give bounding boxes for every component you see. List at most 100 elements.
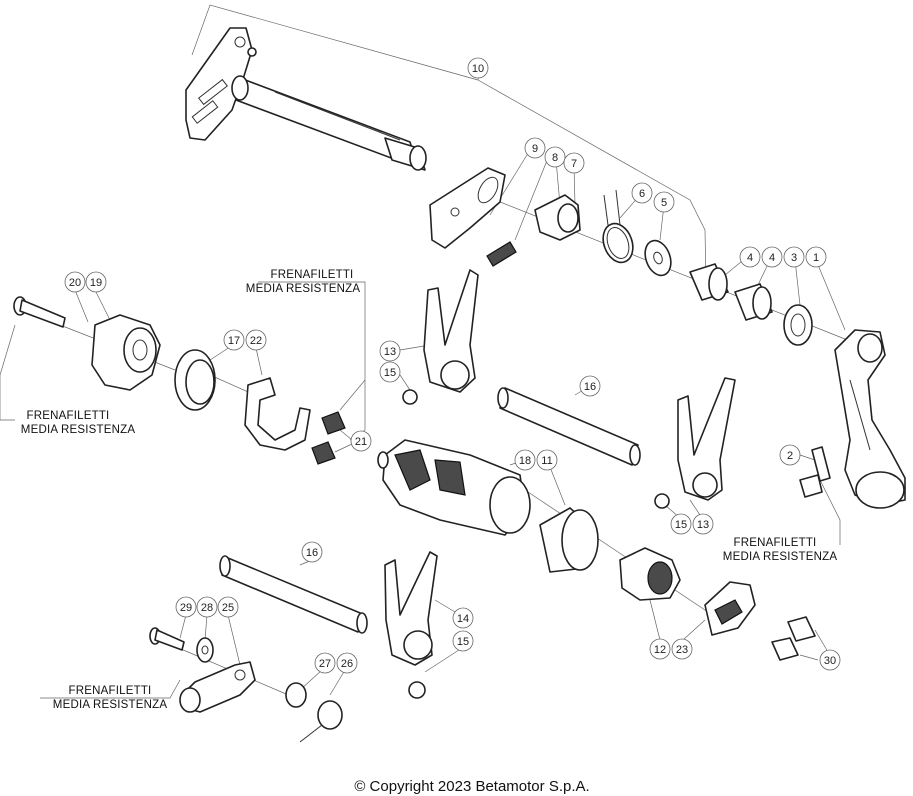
drum-bolt [13,296,66,328]
callout-23: 23 [671,638,693,660]
shift-shaft [185,27,427,171]
callout-4b: 4 [761,246,783,268]
svg-text:25: 25 [222,602,234,614]
threadlocker-note-top: FRENAFILETTI MEDIA RESISTENZA [246,269,361,295]
svg-text:14: 14 [457,613,469,625]
callout-15c: 15 [452,630,474,652]
callouts: 10 9 8 7 6 5 4 4 3 1 2 20 19 17 22 21 13… [64,57,841,674]
fork-rod-lower [219,555,368,634]
collar [534,194,581,241]
shift-drum [377,439,531,536]
callout-1: 1 [805,246,827,268]
callout-16b: 16 [301,541,323,563]
spring-small [486,241,517,267]
callout-30: 30 [819,649,841,671]
shift-fork-right [677,377,736,501]
retainer-bracket [244,377,311,451]
svg-text:18: 18 [519,455,531,467]
svg-text:15: 15 [675,519,687,531]
svg-text:17: 17 [228,335,240,347]
callout-14: 14 [452,607,474,629]
svg-text:4: 4 [769,252,775,264]
svg-text:3: 3 [791,252,797,264]
svg-text:8: 8 [552,152,558,164]
svg-text:15: 15 [384,367,396,379]
svg-text:6: 6 [639,188,645,200]
callout-4a: 4 [739,246,761,268]
svg-text:MEDIA RESISTENZA: MEDIA RESISTENZA [53,699,168,711]
callout-29: 29 [175,596,197,618]
stopper-spring [299,700,343,743]
stopper-roller [285,682,307,708]
svg-text:FRENAFILETTI: FRENAFILETTI [27,410,110,422]
callout-22: 22 [245,329,267,351]
callout-10: 10 [467,57,489,79]
svg-text:27: 27 [319,658,331,670]
copyright-notice: © Copyright 2023 Betamotor S.p.A. [354,778,589,795]
shift-plate [429,167,506,249]
svg-text:FRENAFILETTI: FRENAFILETTI [271,269,354,281]
threadlocker-note-right: FRENAFILETTI MEDIA RESISTENZA [723,537,838,563]
svg-text:FRENAFILETTI: FRENAFILETTI [734,537,817,549]
stopper-bolt [149,627,185,651]
callout-13a: 13 [379,340,401,362]
svg-text:FRENAFILETTI: FRENAFILETTI [69,685,152,697]
torsion-spring [602,189,634,264]
svg-text:28: 28 [201,602,213,614]
svg-text:MEDIA RESISTENZA: MEDIA RESISTENZA [246,283,361,295]
seal [783,304,813,346]
shift-fork-upper [423,269,479,393]
shift-fork-lower [384,551,438,666]
callout-7: 7 [563,152,585,174]
svg-text:2: 2 [787,450,793,462]
threadlocker-note-bottom: FRENAFILETTI MEDIA RESISTENZA [53,685,168,711]
svg-text:MEDIA RESISTENZA: MEDIA RESISTENZA [723,551,838,563]
position-sensor [704,581,756,636]
svg-text:13: 13 [384,346,396,358]
callout-13b: 13 [692,513,714,535]
callout-28: 28 [196,596,218,618]
svg-text:12: 12 [654,644,666,656]
svg-text:13: 13 [697,519,709,531]
fork-pin-lower [408,681,426,699]
svg-text:1: 1 [813,252,819,264]
callout-12: 12 [649,638,671,660]
fork-rod-upper [497,387,641,466]
callout-6: 6 [631,182,653,204]
svg-text:19: 19 [90,277,102,289]
lever-bolt [799,446,831,498]
svg-text:29: 29 [180,602,192,614]
svg-text:30: 30 [824,655,836,667]
callout-21: 21 [350,430,372,452]
callout-15a: 15 [379,361,401,383]
index-star [91,314,161,391]
drum-bearing [539,507,599,573]
svg-text:15: 15 [457,636,469,648]
svg-text:22: 22 [250,335,262,347]
svg-text:10: 10 [472,63,484,75]
svg-text:MEDIA RESISTENZA: MEDIA RESISTENZA [21,424,136,436]
callout-3: 3 [783,246,805,268]
drum-seal [174,349,216,411]
callout-27: 27 [314,652,336,674]
callout-2: 2 [779,444,801,466]
svg-text:20: 20 [69,277,81,289]
callout-18: 18 [514,449,536,471]
svg-text:7: 7 [571,158,577,170]
callout-15b: 15 [670,513,692,535]
callout-19: 19 [85,271,107,293]
callout-20: 20 [64,271,86,293]
bearing-b [734,283,773,321]
callout-16a: 16 [579,375,601,397]
fork-pin-upper [402,389,418,405]
svg-text:9: 9 [532,143,538,155]
callout-17: 17 [223,329,245,351]
svg-text:26: 26 [341,658,353,670]
callout-26: 26 [336,652,358,674]
svg-text:23: 23 [676,644,688,656]
callout-11: 11 [536,449,558,471]
svg-text:11: 11 [541,455,552,467]
callout-5: 5 [653,191,675,213]
svg-text:16: 16 [584,381,596,393]
